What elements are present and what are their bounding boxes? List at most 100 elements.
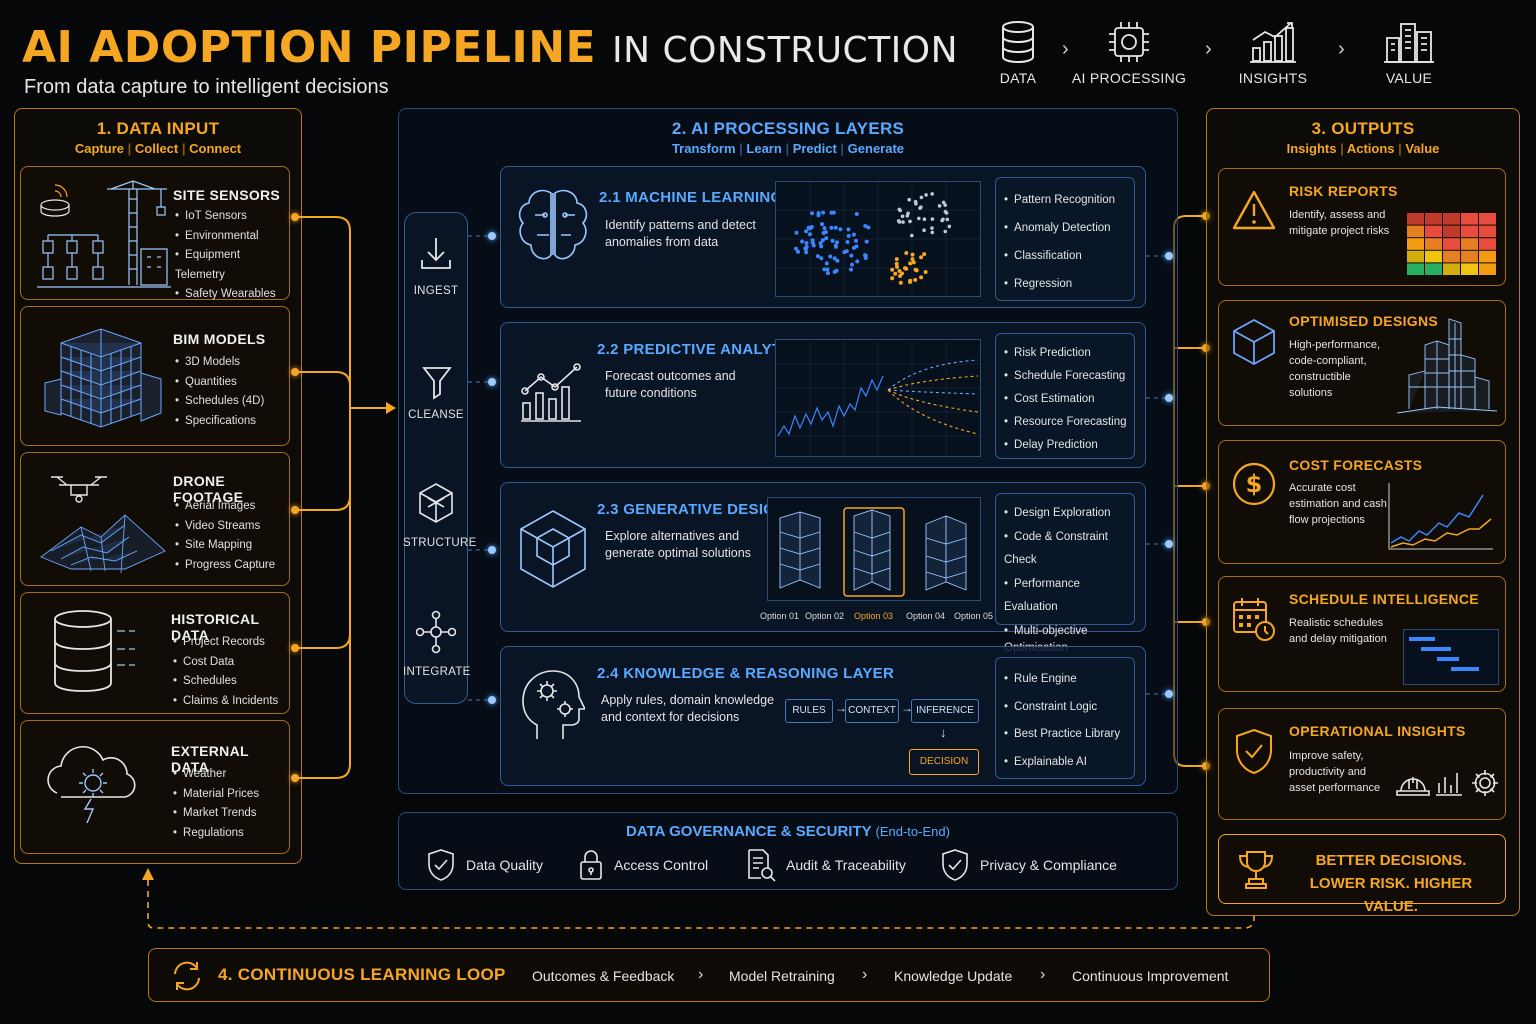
heatmap-cell — [1461, 263, 1478, 275]
heatmap-cell — [1407, 263, 1424, 275]
cluster-point — [913, 278, 917, 282]
cluster-point — [810, 211, 814, 215]
cube-structure-icon — [418, 482, 454, 524]
cluster-point — [914, 202, 918, 206]
cluster-point — [930, 226, 934, 230]
cluster-point — [800, 240, 804, 244]
cluster-point — [912, 260, 916, 264]
layer-knowledge-reasoning[interactable]: 2.4 KNOWLEDGE & REASONING LAYER Apply ru… — [500, 646, 1146, 786]
header-step-insights: INSIGHTS — [1213, 20, 1333, 86]
heatmap-cell — [1407, 213, 1424, 225]
heatmap-cell — [1461, 251, 1478, 263]
cluster-point — [901, 220, 905, 224]
risk-heatmap — [1407, 213, 1497, 277]
output-card-risk-reports[interactable]: RISK REPORTS Identify, assess and mitiga… — [1218, 168, 1506, 286]
header-step-value: VALUE — [1349, 20, 1469, 86]
cluster-point — [920, 196, 924, 200]
skyline-icon — [1395, 315, 1503, 415]
cluster-point — [811, 241, 815, 245]
input-card-external-data[interactable]: EXTERNAL DATA Weather Material Prices Ma… — [20, 720, 290, 854]
cluster-point — [819, 256, 823, 260]
layer-machine-learning[interactable]: 2.1 MACHINE LEARNING Identify patterns a… — [500, 166, 1146, 308]
trophy-icon — [1237, 849, 1275, 891]
cluster-point — [833, 256, 837, 260]
output-card-schedule-intelligence[interactable]: SCHEDULE INTELLIGENCE Realistic schedule… — [1218, 576, 1506, 692]
cluster-point — [923, 217, 927, 221]
heatmap-cell — [1461, 238, 1478, 250]
cluster-point — [826, 268, 830, 272]
cube-icon — [1231, 317, 1277, 367]
cluster-plot — [775, 181, 981, 297]
cluster-point — [805, 241, 809, 245]
heatmap-cell — [1407, 226, 1424, 238]
cluster-point — [824, 236, 828, 240]
buildings-icon — [1383, 20, 1435, 64]
cluster-point — [830, 211, 834, 215]
loop-step-retraining: Model Retraining — [729, 968, 835, 984]
hard-hat-icon — [1395, 767, 1431, 799]
cluster-point — [899, 281, 903, 285]
input-card-historical-data[interactable]: HISTORICAL DATA Project Records Cost Dat… — [20, 592, 290, 714]
cluster-scatter — [776, 182, 980, 296]
cluster-point — [849, 254, 853, 258]
cluster-point — [863, 224, 867, 228]
ai-processing-subtitle: Transform | Learn | Predict | Generate — [399, 141, 1177, 156]
outputs-subtitle: Insights | Actions | Value — [1207, 141, 1519, 156]
output-card-optimised-designs[interactable]: OPTIMISED DESIGNS High-performance, code… — [1218, 300, 1506, 426]
chevron-right-icon: › — [1040, 966, 1045, 984]
connector-dot — [291, 506, 299, 514]
cluster-point — [907, 198, 911, 202]
outputs-title: 3. OUTPUTS — [1207, 119, 1519, 139]
cluster-point — [865, 240, 869, 244]
connector-dot — [291, 368, 299, 376]
gov-data-quality[interactable]: Data Quality — [426, 848, 543, 882]
cluster-point — [911, 253, 915, 257]
brain-icon — [515, 187, 591, 271]
chevron-right-icon: › — [698, 966, 703, 984]
cluster-point — [795, 231, 799, 235]
cluster-point — [948, 225, 952, 229]
cluster-point — [922, 252, 926, 256]
cluster-point — [807, 226, 811, 230]
cluster-point — [890, 268, 894, 272]
weather-cloud-icon — [43, 737, 143, 831]
cluster-point — [931, 231, 935, 235]
chevron-right-icon: › — [862, 966, 867, 984]
cluster-point — [946, 218, 950, 222]
layer-generative-design[interactable]: 2.3 GENERATIVE DESIGN Explore alternativ… — [500, 482, 1146, 632]
gov-audit-traceability[interactable]: Audit & Traceability — [746, 848, 906, 882]
input-card-site-sensors[interactable]: SITE SENSORS IoT Sensors Environmental E… — [20, 166, 290, 300]
heatmap-cell — [1425, 263, 1442, 275]
data-input-subtitle: Capture | Collect | Connect — [15, 141, 301, 156]
gov-access-control[interactable]: Access Control — [578, 848, 708, 882]
input-card-drone-footage[interactable]: DRONE FOOTAGE Aerial Images Video Stream… — [20, 452, 290, 586]
step-cleanse: CLEANSE — [403, 409, 469, 421]
output-card-cost-forecasts[interactable]: $ COST FORECASTS Accurate cost estimatio… — [1218, 440, 1506, 564]
cluster-point — [821, 238, 825, 242]
gov-privacy-compliance[interactable]: Privacy & Compliance — [940, 848, 1117, 882]
integrate-network-icon — [416, 610, 456, 654]
line-chart-icon — [517, 359, 585, 425]
heatmap-cell — [1479, 238, 1496, 250]
generative-capabilities-list: Design Exploration Code & Constraint Che… — [995, 493, 1135, 625]
input-card-bim-models[interactable]: BIM MODELS 3D Models Quantities Schedule… — [20, 306, 290, 446]
design-options-viz — [767, 497, 981, 601]
cluster-point — [938, 204, 942, 208]
head-gears-icon — [517, 669, 585, 741]
connector-dot — [1165, 394, 1173, 402]
layer-predictive-analytics[interactable]: 2.2 PREDICTIVE ANALYTICS Forecast outcom… — [500, 322, 1146, 468]
flow-inference: INFERENCE — [911, 699, 979, 723]
output-card-operational-insights[interactable]: OPERATIONAL INSIGHTS Improve safety, pro… — [1218, 708, 1506, 820]
cluster-point — [901, 215, 905, 219]
cluster-point — [846, 227, 850, 231]
step-structure: STRUCTURE — [403, 537, 469, 549]
connector-dot — [488, 696, 496, 704]
cluster-point — [804, 229, 808, 233]
page-subtitle: From data capture to intelligent decisio… — [24, 76, 389, 99]
dollar-icon: $ — [1231, 461, 1277, 507]
cluster-point — [834, 226, 838, 230]
cluster-point — [919, 255, 923, 259]
cluster-point — [817, 211, 821, 215]
cluster-point — [919, 275, 923, 279]
loop-step-feedback: Outcomes & Feedback — [532, 968, 674, 984]
